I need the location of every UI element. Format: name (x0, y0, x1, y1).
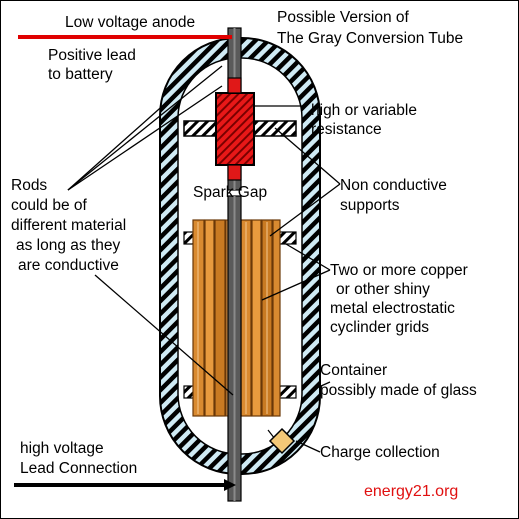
label-low-voltage-anode: Low voltage anode (65, 14, 195, 31)
label-grids-3: metal electrostatic (330, 300, 455, 317)
hv-lead-line (14, 479, 236, 491)
charge-collection-node (267, 427, 296, 455)
label-container-1: Container (320, 362, 387, 379)
label-positive-lead-1: Positive lead (48, 47, 136, 64)
label-rods-3: different material (11, 217, 126, 234)
resistor-block (215, 77, 255, 181)
label-supports-2: supports (340, 197, 400, 214)
label-charge-collection: Charge collection (320, 444, 440, 461)
brand-watermark[interactable]: energy21.org (364, 483, 458, 500)
label-resistance-1: high or variable (311, 102, 417, 119)
label-grids-4: cyclinder grids (330, 319, 429, 336)
label-rods-4: as long as they (16, 237, 121, 254)
label-supports-1: Non conductive (340, 177, 447, 194)
label-rods-2: could be of (11, 197, 88, 214)
title-line-1: Possible Version of (277, 9, 410, 26)
bottom-rod (227, 195, 242, 502)
pointer-lines (67, 65, 341, 453)
title-line-2: The Gray Conversion Tube (277, 30, 463, 47)
label-grids-1: Two or more copper (330, 262, 468, 279)
label-rods-5: are conductive (18, 257, 119, 274)
label-hv-lead-2: Lead Connection (20, 460, 137, 477)
label-grids-2: or other shiny (336, 281, 430, 298)
label-resistance-2: resistance (311, 121, 382, 138)
label-hv-lead-1: high voltage (20, 440, 104, 457)
label-spark-gap: Spark Gap (193, 184, 267, 201)
label-rods-1: Rods (11, 177, 47, 194)
top-support-bar (183, 120, 297, 137)
label-container-2: possibly made of glass (320, 382, 477, 399)
label-positive-lead-2: to battery (48, 66, 113, 83)
